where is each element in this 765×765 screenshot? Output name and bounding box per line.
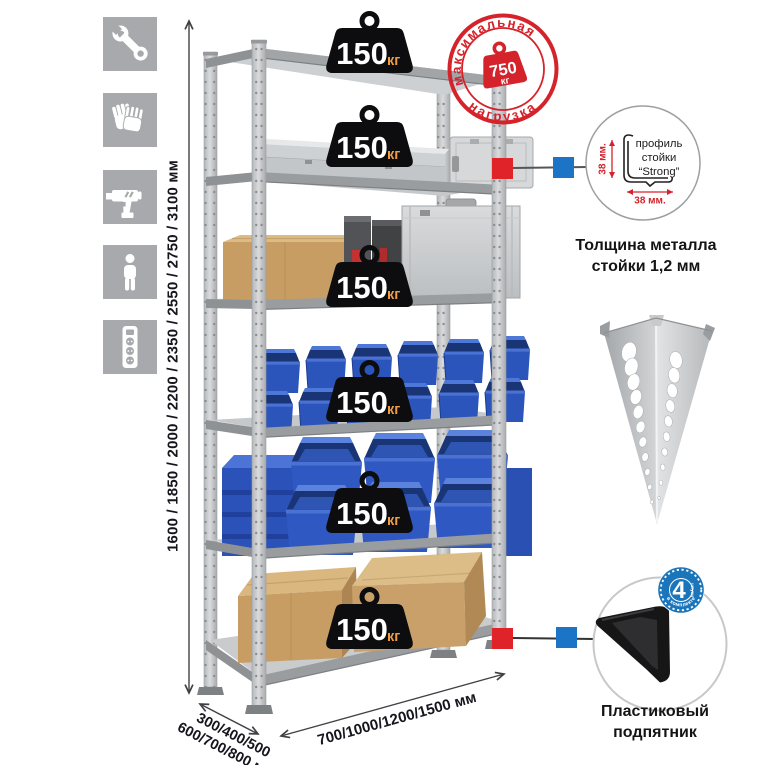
svg-text:кг: кг — [387, 53, 400, 69]
svg-text:кг: кг — [387, 402, 400, 418]
weight-badge-3: 150 кг — [326, 245, 413, 307]
svg-text:150: 150 — [336, 496, 388, 531]
callout-connector-bottom — [492, 627, 595, 649]
count-badge: 4 штуки в комплекте — [657, 566, 705, 614]
svg-text:штуки: штуки — [690, 583, 695, 597]
rack-post-front-left — [245, 39, 273, 714]
post-holes — [621, 341, 683, 505]
profile-height-label: 38 мм. — [597, 143, 609, 175]
rack-post-back-left — [197, 51, 224, 695]
profile-cross-section — [623, 134, 673, 188]
red-marker-bottom — [492, 628, 513, 649]
stamp-weight-icon: 750 кг — [483, 41, 528, 89]
svg-text:кг: кг — [387, 287, 400, 303]
depth-dimension-line — [200, 704, 258, 734]
weight-badge-2: 150 кг — [326, 105, 413, 167]
wrench-icon — [103, 17, 157, 71]
shelving-rack — [197, 39, 534, 714]
feature-icons — [103, 17, 157, 374]
svg-text:150: 150 — [336, 385, 388, 420]
height-dimension-label: 1600 / 1850 / 2000 / 2200 / 2350 / 2550 … — [164, 159, 182, 553]
callout-connector-top — [492, 157, 589, 179]
rack-post-front-right — [485, 55, 513, 649]
foot-caption: Пластиковый подпятник — [600, 703, 710, 741]
svg-text:4: 4 — [672, 577, 686, 604]
power-strip-icon — [103, 320, 157, 374]
profile-label-line1: профиль — [635, 137, 683, 150]
corner-post-figure — [600, 315, 715, 525]
svg-text:750: 750 — [488, 59, 518, 82]
svg-text:150: 150 — [336, 612, 388, 647]
red-marker-top — [492, 158, 513, 179]
profile-caption: Толщина металла стойки 1,2 мм — [575, 237, 717, 275]
weight-badge-6: 150 кг — [326, 587, 413, 649]
svg-text:кг: кг — [387, 513, 400, 529]
post-profile-callout — [585, 105, 701, 221]
width-dimension-line — [281, 674, 504, 736]
blue-marker-bottom — [556, 627, 577, 648]
shelf-load-badges: 150 кг 150 кг 150 кг 150 кг 150 кг 150 к… — [326, 11, 413, 649]
person-icon — [103, 245, 157, 299]
profile-label-line3: “Strong” — [638, 166, 680, 179]
weight-badge-1: 150 кг — [326, 11, 413, 73]
weight-badge-4: 150 кг — [326, 360, 413, 422]
svg-text:кг: кг — [387, 629, 400, 645]
plastic-foot-callout: 4 штуки в комплекте — [592, 566, 728, 712]
svg-text:кг: кг — [387, 147, 400, 163]
profile-width-label: 38 мм. — [634, 195, 666, 207]
profile-label: профиль стойки “Strong” — [636, 137, 683, 179]
gloves-icon — [103, 93, 157, 147]
weight-badge-5: 150 кг — [326, 471, 413, 533]
svg-text:кг: кг — [500, 75, 511, 87]
svg-text:150: 150 — [336, 36, 388, 71]
svg-text:150: 150 — [336, 130, 388, 165]
profile-label-line2: стойки — [641, 151, 677, 164]
drill-icon — [103, 170, 157, 224]
blue-marker-top — [553, 157, 574, 178]
svg-text:150: 150 — [336, 270, 388, 305]
